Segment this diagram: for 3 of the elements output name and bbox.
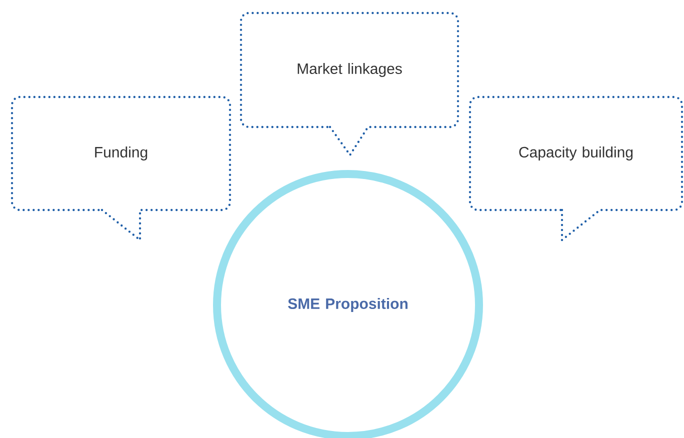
speech-bubble: Funding <box>10 96 232 242</box>
speech-bubble: Capacity building <box>468 96 684 242</box>
speech-bubble: Market linkages <box>240 12 460 156</box>
